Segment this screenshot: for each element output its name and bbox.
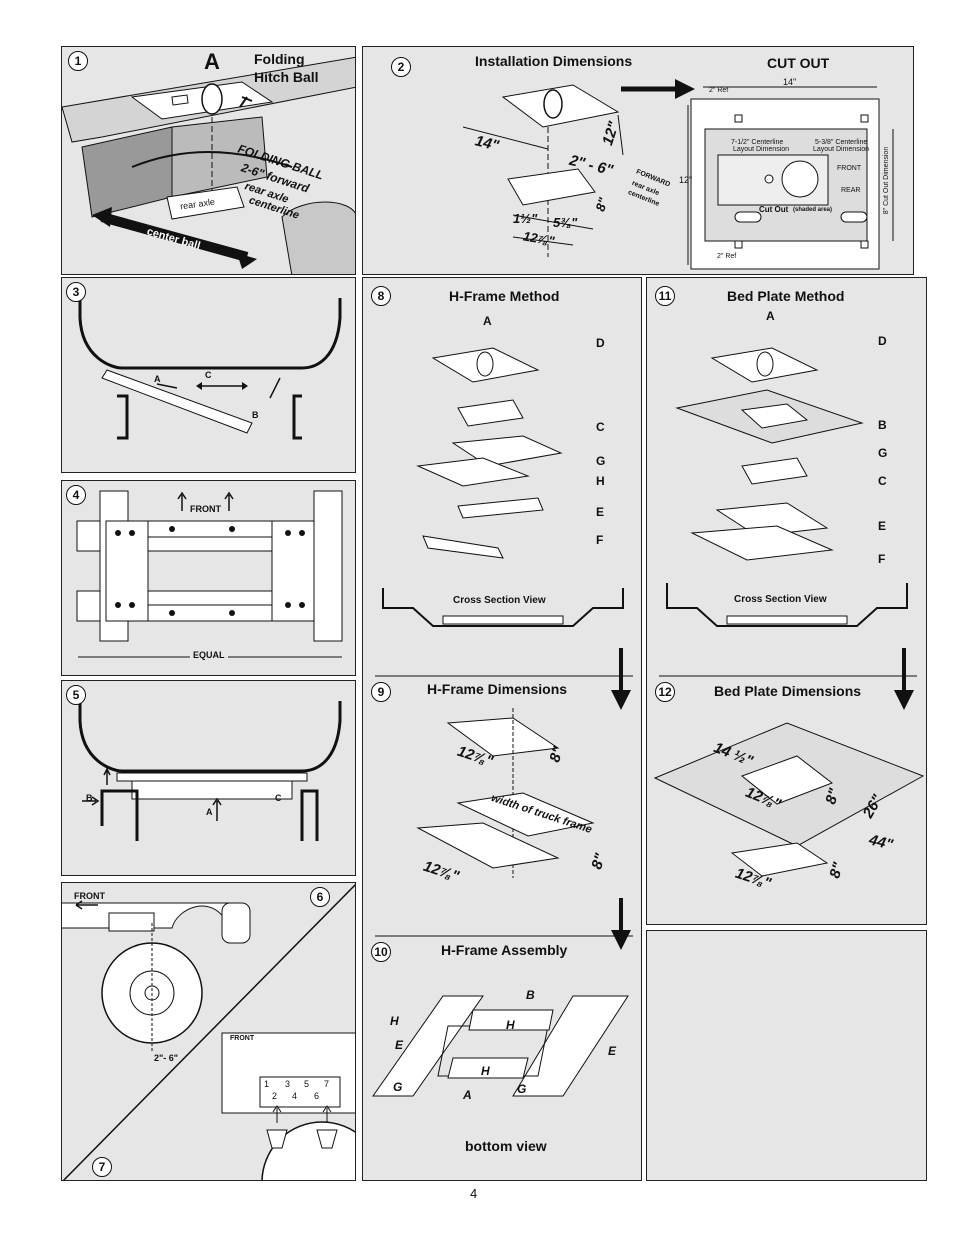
label-a: A <box>204 49 220 74</box>
folding-label: Folding <box>254 51 305 67</box>
panel-8-9-10-h-frame: 8 H-Frame Method A D C G H E F Cross Sec… <box>362 277 642 1181</box>
h-frame-assembly-title: H-Frame Assembly <box>441 942 568 958</box>
label-d: D <box>596 336 605 350</box>
side-cutout-dimension: 8" Cut Out Dimension <box>883 146 891 215</box>
step-number-5: 5 <box>66 685 86 705</box>
label-a: A <box>463 1088 472 1102</box>
hole-2: 2 <box>272 1091 278 1101</box>
panel-5: 5 B A C <box>61 680 356 876</box>
hole-3: 3 <box>285 1079 291 1089</box>
label-e: E <box>596 505 605 519</box>
label-a: A <box>766 309 775 323</box>
panel-4: 4 FRONT EQUAL <box>61 480 356 676</box>
truck-bed-illustration <box>62 56 355 274</box>
hole-1: 1 <box>264 1079 270 1089</box>
ref-top: 2" Ref <box>709 87 729 94</box>
hole-5: 5 <box>304 1079 310 1089</box>
label-c: C <box>205 370 212 380</box>
step-number-4: 4 <box>66 485 86 505</box>
panel-2-installation-dimensions: 2 Installation Dimensions 14" 12" 2" - 6… <box>362 46 914 275</box>
blank-panel <box>646 930 927 1181</box>
installation-dimensions-illustration <box>462 79 894 270</box>
label-b: B <box>252 410 259 420</box>
cut-out-label: Cut Out <box>759 205 789 214</box>
label-e-2: E <box>608 1044 617 1058</box>
ref-bottom: 2" Ref <box>717 253 737 260</box>
panel-11-12-bed-plate: 11 Bed Plate Method A D B G C E F Cross … <box>646 277 927 925</box>
panel-3: 3 A C B <box>61 277 356 473</box>
step-number-3: 3 <box>66 282 86 302</box>
page-number: 4 <box>470 1186 478 1201</box>
dim-5-3-8: 5⅜" <box>553 215 578 230</box>
frame-top-view <box>76 490 343 658</box>
label-a: A <box>483 314 492 328</box>
cross-section-label: Cross Section View <box>453 595 546 606</box>
wheel-measurement-illustration <box>62 883 355 1180</box>
label-h-1: H <box>390 1014 399 1028</box>
label-g-2: G <box>517 1082 527 1096</box>
step-number-11: 11 <box>655 286 675 306</box>
label-c: C <box>596 420 605 434</box>
label-h-3: H <box>481 1064 490 1078</box>
label-f: F <box>596 533 604 547</box>
panel-1-folding-hitch-ball: 1 A Folding Hitch Ball FOLDING BALL 2-6"… <box>61 46 356 275</box>
hole-4: 4 <box>292 1091 298 1101</box>
step-number-8: 8 <box>371 286 391 306</box>
step-number-6: 6 <box>310 887 330 907</box>
h-frame-dimensions-title: H-Frame Dimensions <box>427 681 568 697</box>
label-b: B <box>86 793 93 803</box>
label-b: B <box>526 988 535 1002</box>
label-c: C <box>275 793 282 803</box>
step-number-10: 10 <box>371 942 391 962</box>
shaded-area-label: (shaded area) <box>793 207 833 213</box>
front-label: FRONT <box>837 165 862 172</box>
front-label-7: FRONT <box>230 1035 255 1042</box>
equal-label: EQUAL <box>190 650 228 660</box>
label-f: F <box>878 552 886 566</box>
step-number-1: 1 <box>68 51 88 71</box>
label-b: B <box>878 418 887 432</box>
bed-cross-section-3 <box>78 298 342 440</box>
cross-section-label: Cross Section View <box>734 594 827 605</box>
installation-dimensions-title: Installation Dimensions <box>475 53 633 69</box>
bed-plate-illustrations <box>653 347 925 877</box>
hole-6: 6 <box>314 1091 320 1101</box>
label-a: A <box>206 807 213 817</box>
h-frame-method-title: H-Frame Method <box>449 288 560 304</box>
layout-dimension-2: Layout Dimension <box>813 146 870 153</box>
step-number-2: 2 <box>391 57 411 77</box>
cutout-height: 12" <box>679 175 693 185</box>
layout-dimension-1: Layout Dimension <box>733 146 790 153</box>
rear-label: REAR <box>841 187 861 194</box>
centerline-7-5: 7-1/2" Centerline <box>731 139 784 146</box>
hitch-ball-label: Hitch Ball <box>254 69 319 85</box>
dim-1-half: 1½" <box>513 211 538 226</box>
step-number-9: 9 <box>371 682 391 702</box>
label-h: H <box>596 474 605 488</box>
cutout-width: 14" <box>783 77 797 87</box>
label-g: G <box>596 454 606 468</box>
bed-plate-dimensions-title: Bed Plate Dimensions <box>714 683 862 699</box>
centerline-5-3-8: 5-3/8" Centerline <box>815 139 868 146</box>
h-frame-illustrations <box>372 347 633 1097</box>
bed-cross-section-5 <box>78 701 342 841</box>
label-e: E <box>878 519 887 533</box>
step-number-12: 12 <box>655 682 675 702</box>
label-d: D <box>878 334 887 348</box>
bottom-view-label: bottom view <box>465 1138 547 1154</box>
bed-plate-method-title: Bed Plate Method <box>727 288 845 304</box>
label-c: C <box>878 474 887 488</box>
dim-2-6: 2"- 6" <box>154 1053 179 1063</box>
cut-out-title: CUT OUT <box>767 55 830 71</box>
front-label: FRONT <box>74 891 105 901</box>
hole-7: 7 <box>324 1079 330 1089</box>
front-label: FRONT <box>190 504 221 514</box>
label-a: A <box>154 374 161 384</box>
label-g-1: G <box>393 1080 403 1094</box>
label-e-1: E <box>395 1038 404 1052</box>
label-g: G <box>878 446 888 460</box>
label-h-2: H <box>506 1018 515 1032</box>
panel-6-7: 6 FRONT 2"- 6" 7 FRONT 1 3 5 7 2 4 6 <box>61 882 356 1181</box>
step-number-7: 7 <box>92 1157 112 1177</box>
